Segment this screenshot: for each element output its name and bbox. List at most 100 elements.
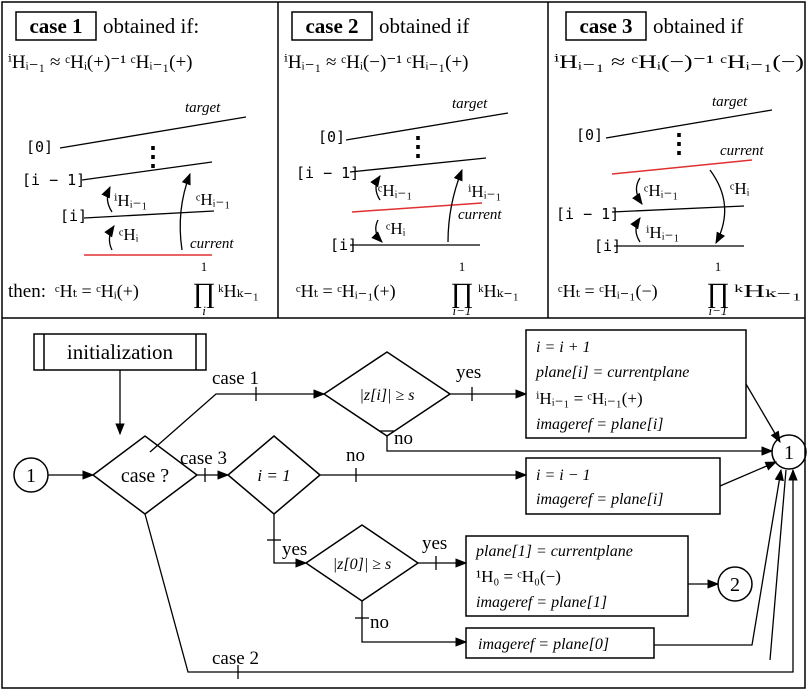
- case1-arrow-a: [101, 185, 113, 213]
- case2-level-im1: [i − 1]: [296, 164, 359, 182]
- case2-result: ᶜHₜ = ᶜHᵢ₋₁(+): [296, 281, 396, 302]
- case2-prod-lower: i−1: [453, 303, 472, 318]
- cond-zi-label: |z[i]| ≥ s: [360, 387, 415, 404]
- case3-current-line: [611, 159, 753, 175]
- box3-line1: plane[1] = currentplane: [475, 543, 633, 560]
- case1-level-im1: [i − 1]: [22, 171, 85, 189]
- case3-arrow-b: [709, 169, 726, 245]
- case2-arrow-a-label: ᶜHᵢ₋₁: [378, 181, 412, 200]
- case3-level-i: [i]: [594, 237, 621, 255]
- case2-branch-label: case 2: [212, 648, 259, 669]
- cond-i1-label: i = 1: [257, 466, 290, 485]
- case2-level-0: [0]: [318, 128, 345, 146]
- case2-arrow-c-label: ᶜHᵢ: [386, 219, 406, 238]
- case3-level-im1: [i − 1]: [556, 205, 619, 223]
- case3-level-0: [0]: [576, 126, 603, 144]
- edge-zi-no: [386, 436, 774, 456]
- box1-line4: imageref = plane[i]: [536, 416, 664, 433]
- case2-arrow-b-label: ⁱHᵢ₋₁: [468, 182, 501, 201]
- case2-dots: ⋮: [405, 132, 431, 161]
- case1-arrow-b-label: ᶜHᵢ₋₁: [196, 190, 230, 209]
- case1-badge: case 1: [29, 14, 82, 38]
- i1-no-label: no: [346, 445, 365, 466]
- edge-box1-to-end: [745, 383, 781, 444]
- case1-plane-im1: [81, 161, 213, 181]
- case1-arrow-b: [179, 172, 191, 251]
- case1-header-text: obtained if:: [103, 14, 199, 38]
- case2-level-i: [i]: [330, 236, 357, 254]
- case1-dots: ⋮: [140, 142, 166, 171]
- case1-current-label: current: [190, 236, 234, 252]
- case1-target-line: [59, 116, 247, 149]
- case3-plane-im1: [611, 205, 745, 213]
- goto2-node: [717, 566, 753, 602]
- case3-approx: ⁱHᵢ₋₁ ≈ ᶜHᵢ(−)⁻¹ ᶜHᵢ₋₁(−): [554, 52, 804, 73]
- case2-prod-term: ᵏHₖ₋₁: [478, 281, 519, 301]
- z0-yes-label: yes: [422, 533, 447, 554]
- box1-line3: ⁱHᵢ₋₁ = ᶜHᵢ₋₁(+): [536, 389, 643, 408]
- case2-current-label: current: [458, 207, 502, 223]
- box4: [465, 627, 655, 659]
- case2-target-line: [345, 112, 509, 141]
- edge-i1-yes: [273, 514, 308, 568]
- case3-current-label: current: [720, 143, 764, 159]
- box1-line2: plane[i] = currentplane: [535, 364, 689, 381]
- case3-arrow-b-label: ᶜHᵢ: [730, 179, 750, 198]
- case2-target-label: target: [452, 96, 488, 112]
- case1-arrow-a-label: ⁱHᵢ₋₁: [114, 191, 147, 210]
- cond-z0-label: |z[0]| ≥ s: [333, 556, 391, 573]
- box2-line1: i = i − 1: [536, 467, 590, 484]
- case3-badge: case 3: [579, 14, 632, 38]
- case2-arrow-c: [371, 219, 383, 243]
- case3-prod-upper: 1: [715, 259, 722, 274]
- edge-case2: [144, 468, 798, 673]
- case3-prod-term: ᵏHₖ₋₁: [734, 281, 802, 301]
- case1-target-label: target: [185, 100, 221, 116]
- box2-line2: imageref = plane[i]: [536, 491, 664, 508]
- box1-line1: i = i + 1: [536, 339, 590, 356]
- start-label: 1: [26, 465, 36, 487]
- case1-level-i: [i]: [60, 207, 87, 225]
- zi-no-label: no: [394, 428, 413, 449]
- case1-then: then:: [8, 281, 46, 302]
- case1-panel: case 1 obtained if: ⁱHᵢ₋₁ ≈ ᶜHᵢ(+)⁻¹ ᶜHᵢ…: [8, 11, 259, 318]
- case1-prod-upper: 1: [201, 259, 208, 274]
- case3-prod-lower: i−1: [709, 303, 728, 318]
- case1-prod-lower: i: [202, 303, 206, 318]
- goto2-label: 2: [730, 574, 740, 596]
- box3-line3: imageref = plane[1]: [476, 594, 607, 611]
- case1-plane-i: [83, 210, 215, 219]
- box3: [465, 535, 689, 617]
- edge-box4-to-end: [654, 468, 784, 646]
- end-label: 1: [784, 442, 794, 464]
- case3-target-label: target: [712, 94, 748, 110]
- case1-arrow-c: [104, 225, 115, 251]
- case1-arrow-c-label: ᶜHᵢ: [119, 225, 139, 244]
- case1-badge-box: [15, 11, 97, 41]
- case3-arrow-a-label: ᶜHᵢ₋₁: [644, 181, 678, 200]
- case1-level-0: [0]: [26, 138, 53, 156]
- edge-case1: [149, 389, 326, 453]
- edge-box2-to-end: [719, 461, 778, 487]
- case3-branch-label: case 3: [180, 448, 227, 469]
- case2-plane-im1: [349, 157, 487, 173]
- case1-approx: ⁱHᵢ₋₁ ≈ ᶜHᵢ(+)⁻¹ ᶜHᵢ₋₁(+): [8, 52, 192, 73]
- case3-prod-sign: ∏: [706, 278, 729, 309]
- flowchart: initialization 1 case ? case 1 |z[i]| ≥ …: [13, 329, 807, 679]
- case1-branch-label: case 1: [212, 368, 259, 389]
- case2-arrow-b: [447, 168, 463, 243]
- i1-yes-label: yes: [282, 539, 307, 560]
- case2-panel: case 2 obtained if ⁱHᵢ₋₁ ≈ ᶜHᵢ(−)⁻¹ ᶜHᵢ₋…: [284, 11, 519, 318]
- case3-arrow-a: [632, 177, 643, 205]
- case1-prod-sign: ∏: [192, 278, 215, 309]
- case2-badge: case 2: [305, 14, 358, 38]
- init-label: initialization: [67, 340, 174, 364]
- case3-panel: case 3 obtained if ⁱHᵢ₋₁ ≈ ᶜHᵢ(−)⁻¹ ᶜHᵢ₋…: [554, 11, 804, 318]
- case2-prod-upper: 1: [459, 259, 466, 274]
- case2-header-text: obtained if: [379, 14, 469, 38]
- case2-badge-box: [291, 11, 373, 41]
- case2-prod-sign: ∏: [450, 278, 473, 309]
- case3-header-text: obtained if: [653, 14, 743, 38]
- case2-arrow-a: [370, 175, 381, 201]
